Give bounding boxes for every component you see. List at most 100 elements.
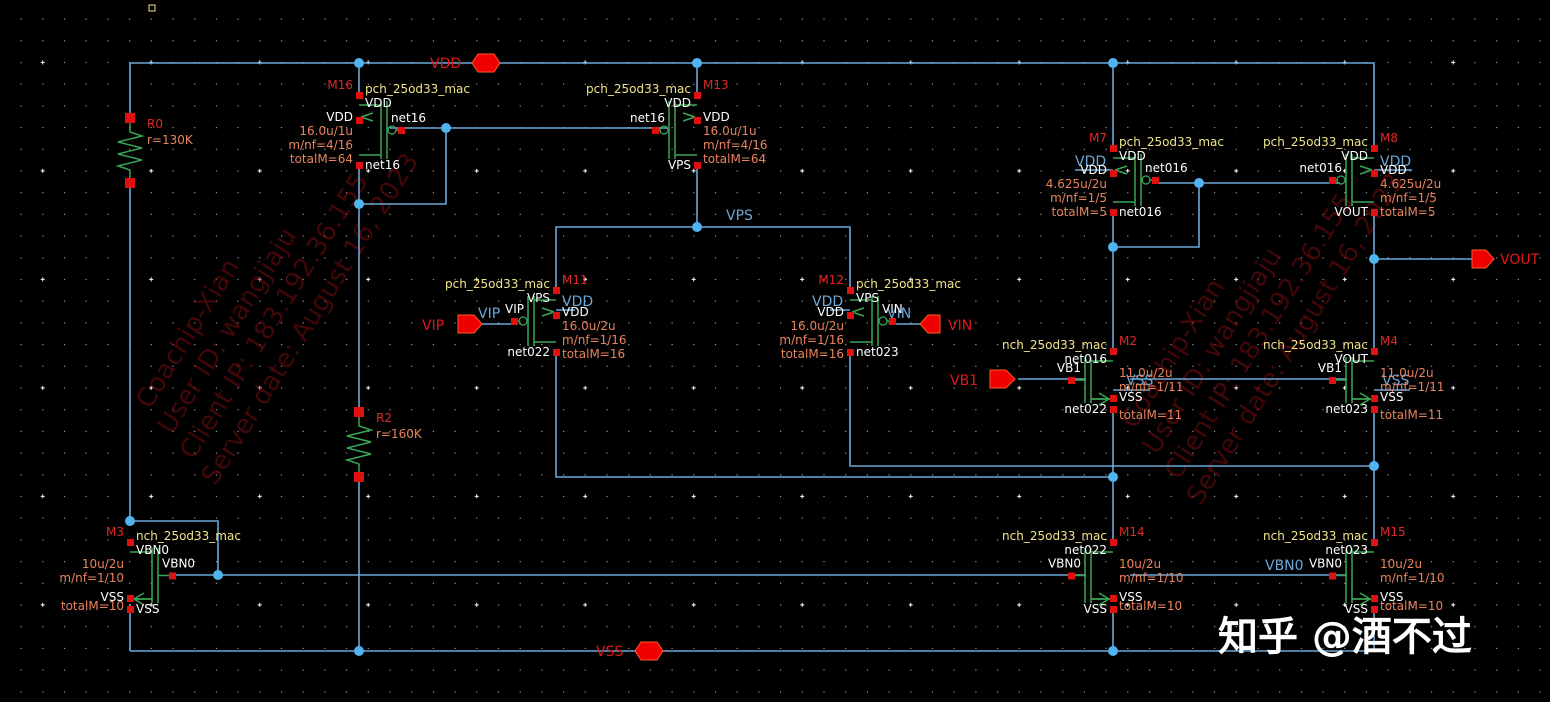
grid-dot: [563, 495, 565, 498]
grid-dot: [714, 647, 717, 649]
grid-dot: [671, 278, 673, 281]
transistor-m11[interactable]: M11pch_25od33_macVPSVDDVIPnet02216.0u/2u…: [445, 273, 627, 361]
grid-dot: [628, 647, 630, 649]
pin-vss[interactable]: VSS: [596, 641, 664, 661]
pin-vin-shape[interactable]: [919, 314, 941, 334]
source-net: VDD: [1341, 149, 1368, 163]
wire-vdd-rail[interactable]: [130, 62, 1375, 88]
grid-dot: [1452, 40, 1454, 42]
pin-vss-shape[interactable]: [634, 641, 664, 661]
terminal-pin: [847, 287, 854, 294]
pin-vout-shape[interactable]: [1471, 249, 1495, 269]
grid-dot: [693, 561, 695, 563]
grid-major-mark: [1451, 602, 1456, 607]
pin-terminal: [125, 178, 135, 188]
resistor-symbol: [344, 417, 374, 472]
wire-net022[interactable]: [555, 352, 1113, 478]
grid-dot: [215, 626, 217, 628]
grid-dot: [845, 213, 847, 215]
grid-dot: [519, 344, 521, 346]
pin-vb1-shape[interactable]: [989, 369, 1016, 389]
grid-dot: [259, 626, 261, 628]
pin-vdd[interactable]: VDD: [430, 53, 501, 73]
grid-dot: [432, 300, 434, 302]
pin-vip[interactable]: VIP: [422, 314, 483, 334]
grid-dot: [280, 300, 283, 302]
transistor-m2[interactable]: M2nch_25od33_macnet016VB1VSSnet02211.0u/…: [1002, 334, 1184, 422]
pin-vip-shape[interactable]: [457, 314, 483, 334]
grid-dot: [736, 127, 738, 129]
source-net: VPS: [856, 291, 879, 305]
transistor-m13[interactable]: M13pch_25od33_macVDDVDDnet16VPS16.0u/1um…: [586, 78, 768, 172]
grid-dot: [63, 495, 66, 498]
grid-dot: [1018, 40, 1020, 42]
resistor-r2[interactable]: R2 r=160K: [344, 407, 423, 482]
grid-dot: [714, 474, 717, 476]
grid-dot: [563, 18, 565, 20]
grid-dot: [172, 83, 174, 85]
grid-dot: [1322, 40, 1324, 42]
wire-vps[interactable]: [555, 226, 851, 290]
grid-dot: [1062, 18, 1064, 20]
grid-dot: [823, 235, 825, 237]
wire-vbn0-loop[interactable]: [130, 520, 219, 575]
grid-dot: [953, 300, 955, 302]
grid-dot: [476, 430, 478, 432]
grid-dot: [432, 192, 434, 194]
grid-dot: [1062, 213, 1064, 215]
wire-label-vdd-m11: VDD: [562, 294, 593, 310]
wire-net016-loop[interactable]: [1113, 182, 1200, 248]
grid-dot: [85, 495, 87, 498]
pin-vout[interactable]: VOUT: [1471, 249, 1540, 269]
transistor-m4[interactable]: M4nch_25od33_macVOUTVB1VSSnet02311.0u/2u…: [1263, 334, 1445, 422]
grid-dot: [85, 83, 87, 85]
grid-dot: [1474, 235, 1476, 237]
grid-dot: [1365, 40, 1368, 42]
grid-dot: [389, 452, 391, 454]
grid-dot: [1452, 235, 1454, 237]
grid-dot: [866, 604, 868, 606]
pin-vin[interactable]: VIN: [919, 314, 972, 334]
transistor-m15[interactable]: M15nch_25od33_macnet023VBN0VSSVSS10u/2um…: [1263, 525, 1445, 616]
grid-dot: [1257, 539, 1259, 541]
resistor-r0[interactable]: R0 r=130K: [115, 113, 194, 188]
wire-net16-loop[interactable]: [359, 127, 447, 205]
grid-dot: [606, 561, 608, 563]
instance-name: M7: [1089, 131, 1107, 145]
grid-dot: [432, 409, 434, 411]
grid-dot: [997, 40, 999, 42]
grid-dot: [801, 18, 803, 20]
transistor-m14[interactable]: M14nch_25od33_macnet022VBN0VSSVSS10u/2um…: [1002, 525, 1184, 616]
wire-net023[interactable]: [849, 352, 1374, 467]
grid-dot: [758, 127, 760, 129]
grid-dot: [671, 18, 673, 20]
transistor-m8[interactable]: M8pch_25od33_macVDDVDDnet016VOUT4.625u/2…: [1263, 131, 1441, 219]
grid-dot: [1018, 452, 1020, 454]
grid-dot: [628, 213, 630, 215]
pin-vdd-shape[interactable]: [471, 53, 501, 73]
grid-dot: [1300, 127, 1302, 129]
pin-vb1[interactable]: VB1: [950, 369, 1016, 389]
grid-dot: [866, 170, 868, 172]
grid-dot: [497, 539, 500, 541]
grid-dot: [237, 409, 239, 411]
grid-dot: [237, 213, 239, 215]
grid-dot: [997, 300, 999, 302]
grid-dot: [736, 105, 738, 107]
grid-dot: [432, 452, 434, 454]
grid-dot: [563, 669, 565, 671]
grid-dot: [367, 647, 369, 649]
grid-dot: [845, 430, 847, 432]
grid-dot: [1235, 409, 1237, 411]
drain-net: net023: [1325, 543, 1368, 557]
grid-dot: [1300, 669, 1302, 671]
grid-dot: [172, 669, 174, 671]
grid-dot: [63, 452, 66, 454]
grid-dot: [1127, 539, 1129, 541]
grid-dot: [237, 604, 239, 606]
